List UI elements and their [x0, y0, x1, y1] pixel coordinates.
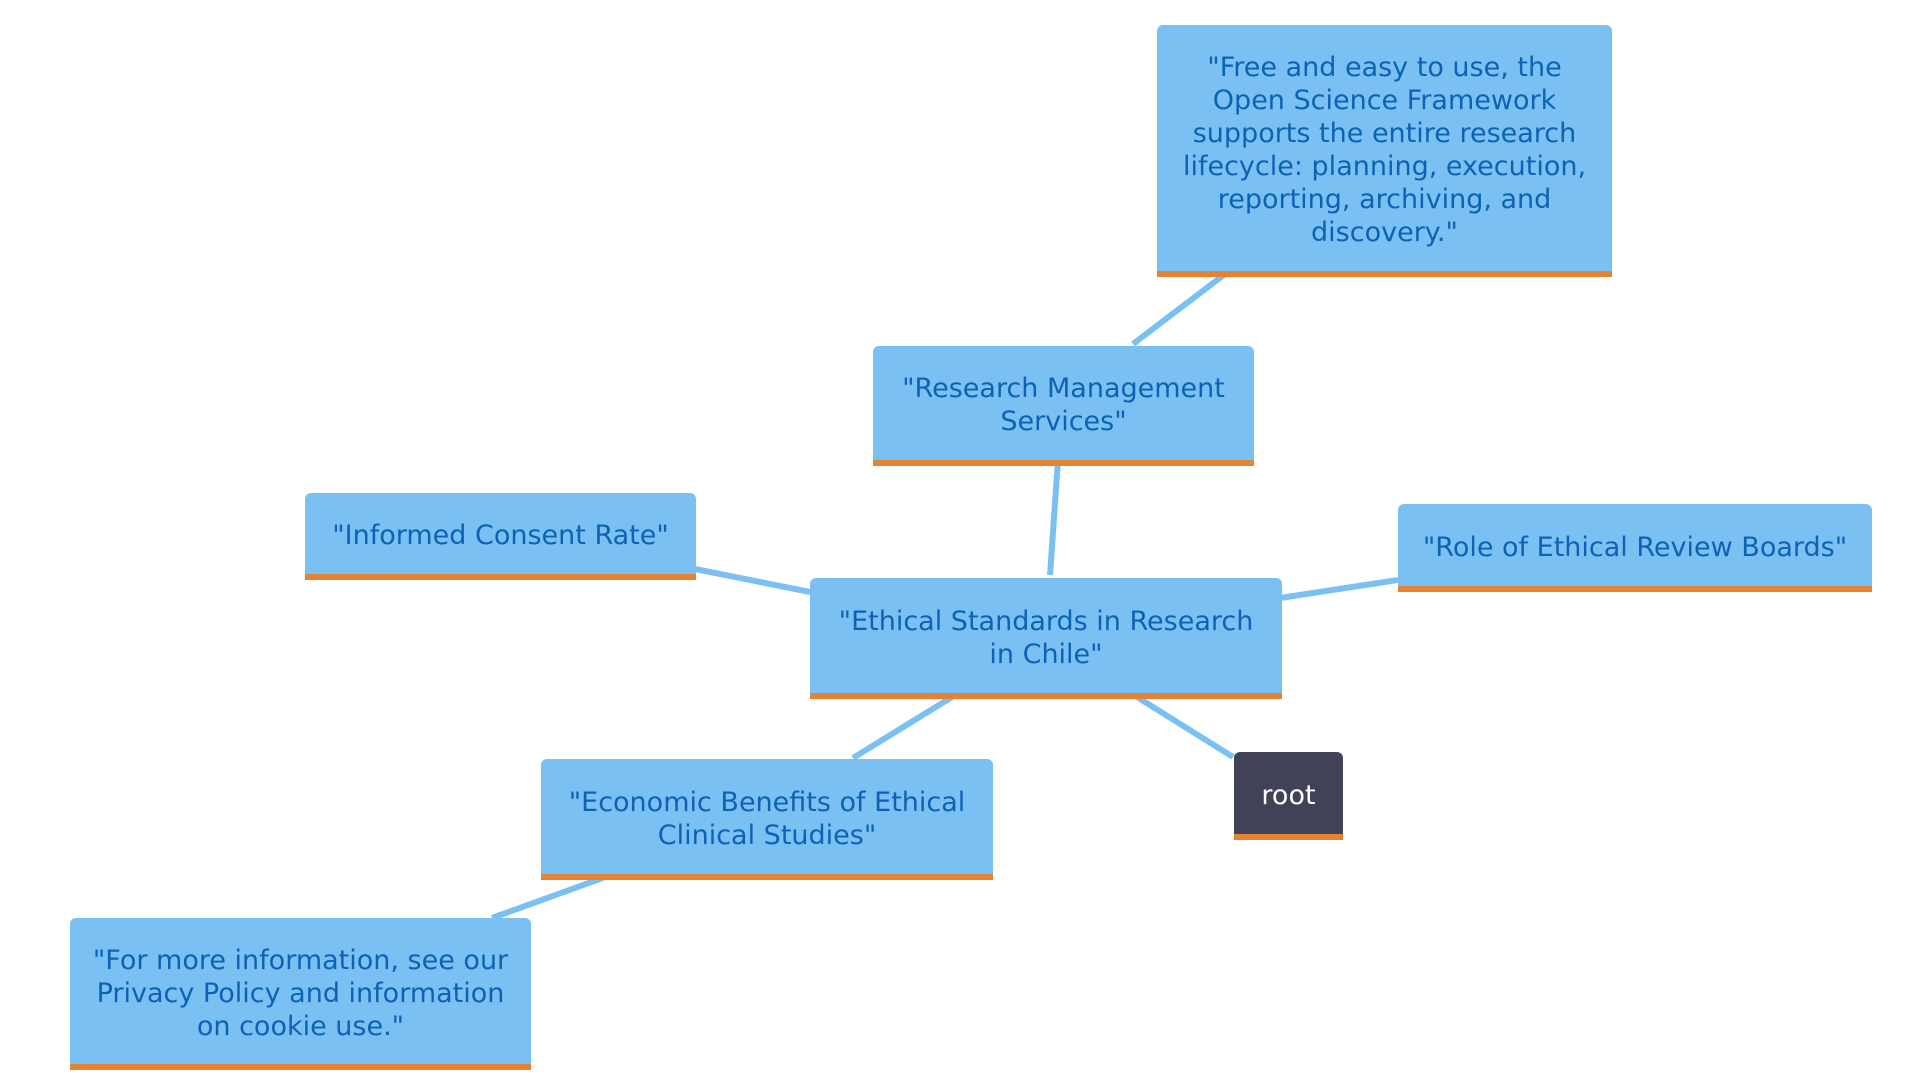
edge-center-research-management — [1047, 459, 1061, 576]
node-osf-quote[interactable]: "Free and easy to use, the Open Science … — [1157, 25, 1612, 277]
edge-center-economic-benefits — [851, 694, 954, 761]
node-root[interactable]: root — [1234, 752, 1343, 840]
node-privacy-policy[interactable]: "For more information, see our Privacy P… — [70, 918, 531, 1070]
node-economic-benefits[interactable]: "Economic Benefits of Ethical Clinical S… — [541, 759, 993, 880]
node-ethical-review-boards[interactable]: "Role of Ethical Review Boards" — [1398, 504, 1872, 592]
node-informed-consent[interactable]: "Informed Consent Rate" — [305, 493, 696, 580]
node-center-ethical-standards[interactable]: "Ethical Standards in Research in Chile" — [810, 578, 1282, 699]
edge-center-root — [1135, 694, 1235, 760]
edge-research-management-osf — [1131, 271, 1227, 347]
node-research-management[interactable]: "Research Management Services" — [873, 346, 1254, 466]
edge-economic-privacy — [490, 873, 610, 921]
edge-center-ethical-review — [1279, 577, 1399, 601]
edge-center-informed-consent — [689, 565, 811, 595]
